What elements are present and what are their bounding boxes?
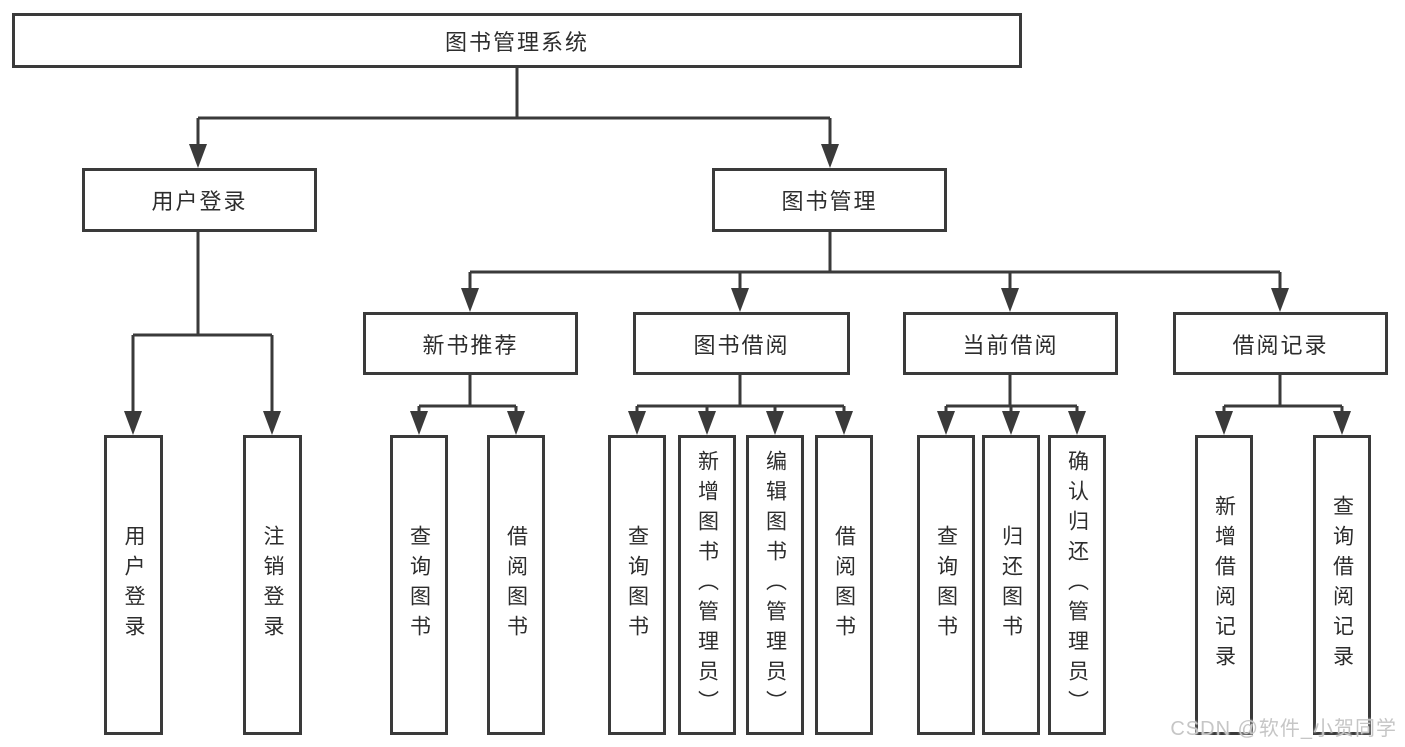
leaf-label: 用户登录 — [122, 525, 145, 645]
csdn-watermark: CSDN @软件_小贺同学 — [1170, 718, 1397, 740]
leaf-label: 借阅图书 — [832, 525, 856, 645]
arrow-down-icon — [821, 144, 839, 168]
leaf-current-query-books: 查询图书 — [917, 435, 975, 735]
node-book-management-system: 图书管理系统 — [12, 13, 1022, 68]
leaf-label: 编辑图书（管理员） — [763, 450, 787, 720]
leaf-newrec-query-books: 查询图书 — [390, 435, 448, 735]
leaf-borrowing-query-books: 查询图书 — [608, 435, 666, 735]
leaf-label: 确认归还（管理员） — [1065, 450, 1089, 720]
leaf-add-books-admin: 新增图书（管理员） — [678, 435, 736, 735]
leaf-return-books: 归还图书 — [982, 435, 1040, 735]
node-borrowing-records: 借阅记录 — [1173, 312, 1388, 375]
leaf-label: 查询图书 — [934, 525, 958, 645]
arrow-down-icon — [1001, 288, 1019, 312]
leaf-label: 注销登录 — [261, 525, 284, 645]
leaf-label: 新增图书（管理员） — [695, 450, 719, 720]
leaf-label: 借阅图书 — [504, 525, 528, 645]
arrow-down-icon — [507, 411, 525, 435]
node-current-borrowing: 当前借阅 — [903, 312, 1118, 375]
leaf-confirm-return-admin: 确认归还（管理员） — [1048, 435, 1106, 735]
leaf-label: 查询图书 — [625, 525, 649, 645]
arrow-down-icon — [461, 288, 479, 312]
arrowheads — [124, 144, 1351, 435]
leaf-label: 归还图书 — [999, 525, 1023, 645]
arrow-down-icon — [1002, 411, 1020, 435]
arrow-down-icon — [1068, 411, 1086, 435]
arrow-down-icon — [1333, 411, 1351, 435]
node-book-borrowing: 图书借阅 — [633, 312, 850, 375]
connector-lines — [131, 68, 1344, 415]
arrow-down-icon — [766, 411, 784, 435]
arrow-down-icon — [1215, 411, 1233, 435]
leaf-edit-books-admin: 编辑图书（管理员） — [746, 435, 804, 735]
arrow-down-icon — [1271, 288, 1289, 312]
leaf-user-login: 用户登录 — [104, 435, 163, 735]
arrow-down-icon — [698, 411, 716, 435]
leaf-label: 查询借阅记录 — [1330, 495, 1354, 675]
arrow-down-icon — [124, 411, 142, 435]
arrow-down-icon — [189, 144, 207, 168]
leaf-query-borrow-record: 查询借阅记录 — [1313, 435, 1371, 735]
leaf-add-borrow-record: 新增借阅记录 — [1195, 435, 1253, 735]
arrow-down-icon — [263, 411, 281, 435]
node-book-management: 图书管理 — [712, 168, 947, 232]
leaf-label: 查询图书 — [407, 525, 431, 645]
leaf-borrowing-borrow-books: 借阅图书 — [815, 435, 873, 735]
node-new-book-recommend: 新书推荐 — [363, 312, 578, 375]
arrow-down-icon — [410, 411, 428, 435]
leaf-newrec-borrow-books: 借阅图书 — [487, 435, 545, 735]
arrow-down-icon — [835, 411, 853, 435]
arrow-down-icon — [937, 411, 955, 435]
leaf-label: 新增借阅记录 — [1212, 495, 1236, 675]
arrow-down-icon — [731, 288, 749, 312]
leaf-logout: 注销登录 — [243, 435, 302, 735]
node-user-login: 用户登录 — [82, 168, 317, 232]
arrow-down-icon — [628, 411, 646, 435]
